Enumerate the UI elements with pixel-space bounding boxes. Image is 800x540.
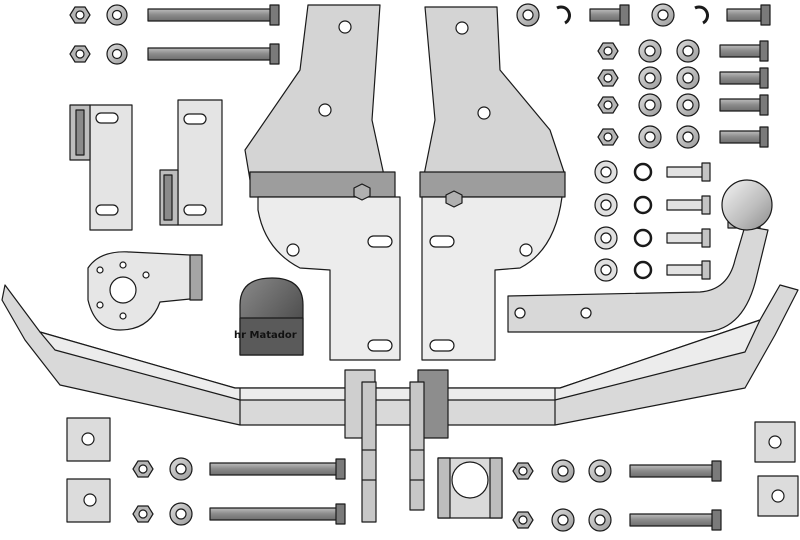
bolt-icon xyxy=(147,8,273,22)
tow-ball-arm xyxy=(507,179,773,333)
short-bolt-set xyxy=(594,160,711,282)
middle-right-hardware xyxy=(597,39,769,149)
top-left-hardware xyxy=(69,4,280,65)
bolt-icon xyxy=(719,44,763,58)
bolt-icon xyxy=(666,232,704,244)
ball-cover-label: hr Matador xyxy=(234,330,297,341)
bolt-icon xyxy=(726,8,764,22)
bottom-right-hardware xyxy=(512,421,799,532)
socket-plate xyxy=(87,251,203,331)
bottom-left-hardware xyxy=(66,417,346,526)
main-crossbar xyxy=(1,284,799,523)
bolt-icon xyxy=(209,507,339,521)
socket-bracket xyxy=(437,457,503,519)
angle-bracket-right xyxy=(159,99,223,226)
spring-washer-icon xyxy=(633,228,653,248)
tow-ball-icon xyxy=(721,179,773,231)
bolt-icon xyxy=(719,98,763,112)
spring-washer-icon xyxy=(694,5,709,25)
spring-washer-icon xyxy=(633,195,653,215)
bolt-icon xyxy=(719,71,763,85)
top-right-hardware xyxy=(516,3,771,27)
spring-washer-icon xyxy=(633,260,653,280)
bolt-icon xyxy=(666,264,704,276)
spring-washer-icon xyxy=(633,162,653,182)
bolt-icon xyxy=(629,513,715,527)
bolt-icon xyxy=(629,464,715,478)
vehicle-bracket-left xyxy=(244,4,401,361)
bolt-icon xyxy=(666,166,704,178)
angle-bracket-left xyxy=(69,104,133,231)
bolt-icon xyxy=(719,130,763,144)
bolt-icon xyxy=(209,462,339,476)
bolt-icon xyxy=(147,47,273,61)
vehicle-bracket-right xyxy=(419,6,566,361)
bolt-icon xyxy=(666,199,704,211)
bolt-icon xyxy=(589,8,623,22)
ball-cover-cap xyxy=(239,277,304,356)
spring-washer-icon xyxy=(556,5,571,25)
